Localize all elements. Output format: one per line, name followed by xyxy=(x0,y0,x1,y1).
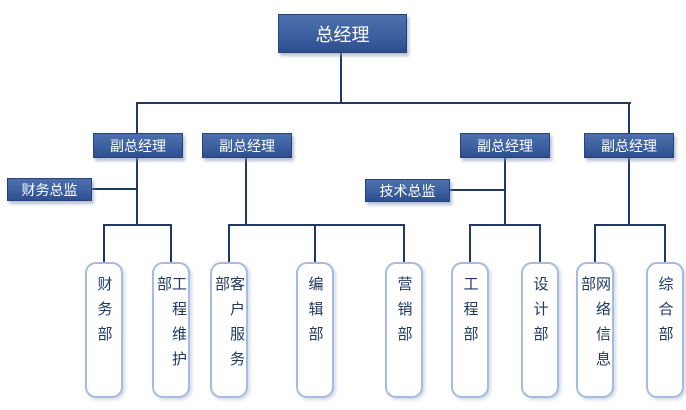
connector-root-drop xyxy=(340,52,342,103)
advisor-box-technical-director-label: 技术总监 xyxy=(379,183,436,200)
root-box-label: 总经理 xyxy=(315,24,370,46)
connector-dept9-drop xyxy=(664,224,666,262)
dept-box-editorial-label: 编辑部 xyxy=(306,276,325,351)
dept-box-marketing-label: 营销部 xyxy=(395,276,414,351)
dept-box-design: 设计部 xyxy=(521,262,559,398)
connector-dept7-drop xyxy=(539,224,541,262)
root-box-general-manager: 总经理 xyxy=(278,14,407,53)
connector-dept1-drop xyxy=(103,224,105,262)
dept-box-general-affairs-label: 综合部 xyxy=(656,276,675,351)
dept-box-finance: 财务部 xyxy=(85,262,123,398)
dept-box-design-label: 设计部 xyxy=(531,276,550,351)
dept-box-engineering-label: 工程部 xyxy=(461,276,480,351)
connector-group3-horizontal xyxy=(469,224,541,226)
deputy-box-1-label: 副总经理 xyxy=(110,138,166,155)
dept-box-customer-service: 客户服务部 xyxy=(210,262,248,398)
connector-dept2-drop xyxy=(170,224,172,262)
connector-dept3-drop xyxy=(228,224,230,262)
dept-box-marketing: 营销部 xyxy=(385,262,423,398)
dept-box-engineering: 工程部 xyxy=(451,262,489,398)
connector-group4-horizontal xyxy=(594,224,666,226)
dept-box-engineering-maintenance: 工程维护部 xyxy=(152,262,190,398)
dept-box-finance-label: 财务部 xyxy=(95,276,114,351)
dept-box-network-information: 网络信息部 xyxy=(576,262,614,398)
connector-deputy1-drop xyxy=(136,157,138,225)
deputy-box-4: 副总经理 xyxy=(584,133,674,158)
deputy-box-1: 副总经理 xyxy=(93,133,183,158)
connector-dept4-drop xyxy=(314,224,316,262)
connector-group2-horizontal xyxy=(228,224,405,226)
dept-box-network-information-label: 网络信息部 xyxy=(579,276,612,376)
connector-deputy4-drop xyxy=(628,157,630,225)
connector-finance-director-link xyxy=(90,188,137,190)
connector-deputy1-top xyxy=(136,102,138,133)
dept-box-general-affairs: 综合部 xyxy=(646,262,684,398)
connector-deputy3-drop xyxy=(504,157,506,225)
connector-group1-horizontal xyxy=(103,224,172,226)
connector-dept8-drop xyxy=(594,224,596,262)
dept-box-editorial: 编辑部 xyxy=(296,262,334,398)
deputy-box-3: 副总经理 xyxy=(460,133,550,158)
dept-box-engineering-maintenance-label: 工程维护部 xyxy=(155,276,188,376)
connector-deputy2-drop xyxy=(245,157,247,225)
advisor-box-finance-director: 财务总监 xyxy=(7,178,92,201)
connector-technical-director-link xyxy=(448,189,505,191)
advisor-box-finance-director-label: 财务总监 xyxy=(21,182,78,199)
connector-dept6-drop xyxy=(469,224,471,262)
deputy-box-3-label: 副总经理 xyxy=(477,138,533,155)
deputy-box-2-label: 副总经理 xyxy=(219,138,275,155)
advisor-box-technical-director: 技术总监 xyxy=(365,179,450,202)
deputy-box-2: 副总经理 xyxy=(202,133,292,158)
connector-level1-horizontal xyxy=(136,102,631,104)
connector-dept5-drop xyxy=(403,224,405,262)
deputy-box-4-label: 副总经理 xyxy=(601,138,657,155)
dept-box-customer-service-label: 客户服务部 xyxy=(213,276,246,376)
connector-deputy4-top xyxy=(628,102,630,133)
